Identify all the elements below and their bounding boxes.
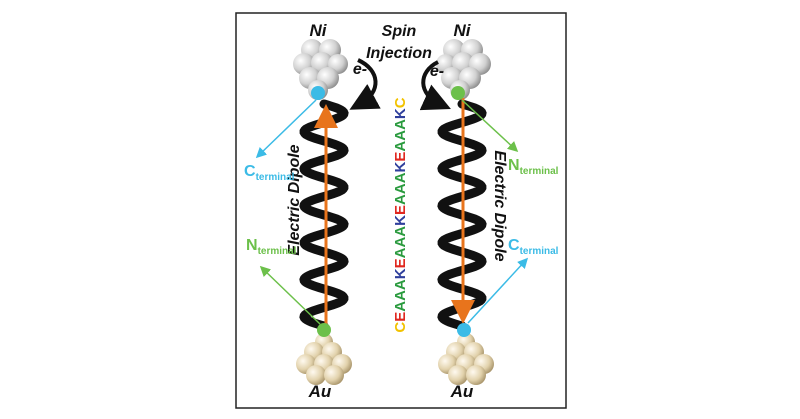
electron-label-right: e- [430, 63, 444, 80]
au-label-right: Au [450, 382, 474, 401]
sequence-residue: E [392, 258, 409, 268]
electron-label-left: e- [353, 61, 367, 78]
electron-arrow-right [419, 60, 451, 111]
sequence-residue: A [392, 290, 409, 301]
helix-left [299, 99, 349, 331]
n-terminal-dot-right [451, 86, 465, 100]
spin-injection-title-line2: Injection [366, 45, 432, 62]
c-terminal-label-left: Cterminal [244, 163, 295, 183]
au-label-left: Au [308, 382, 332, 401]
c-terminal-pointer-left [255, 99, 317, 159]
n-terminal-pointer-left [259, 265, 321, 325]
sequence-residue: E [392, 312, 409, 322]
electric-dipole-label-right: Electric Dipole [491, 150, 508, 261]
helix-coil [299, 99, 349, 331]
sequence-residue: E [392, 205, 409, 215]
sequence-residue: K [392, 161, 409, 172]
c-terminal-sub-left: terminal [256, 172, 295, 183]
electric-dipole-label-left: Electric Dipole [286, 144, 303, 255]
sequence-residue: A [392, 226, 409, 237]
ni-label-right: Ni [454, 21, 472, 40]
n-terminal-label-right: Nterminal [508, 157, 559, 177]
c-terminal-dot-left [311, 86, 325, 100]
sequence-residue: A [392, 183, 409, 194]
n-terminal-sub-right: terminal [520, 166, 559, 177]
sequence-residue: K [392, 215, 409, 226]
n-terminal-pointer-right [461, 99, 519, 153]
c-terminal-letter-left: C [244, 163, 256, 180]
c-terminal-pointer-right [467, 257, 529, 324]
c-terminal-dot-right [457, 323, 471, 337]
sequence-residue: K [392, 268, 409, 279]
c-terminal-letter-right: C [508, 237, 520, 254]
sequence-residue: A [392, 194, 409, 205]
sequence-residue: A [392, 237, 409, 248]
peptide-sequence: CEAAAKEAAAKEAAAKEAAAKC [392, 97, 409, 332]
n-terminal-label-left: Nterminal [246, 237, 297, 257]
spin-injection-title-line1: Spin [382, 23, 417, 40]
sequence-residue: A [392, 119, 409, 130]
sequence-residue: C [392, 97, 409, 108]
sequence-residue: K [392, 108, 409, 119]
sequence-residue: C [392, 322, 409, 333]
sequence-residue: A [392, 301, 409, 312]
sequence-residue: A [392, 172, 409, 183]
ni-label-left: Ni [310, 21, 328, 40]
electron-arrow-left [349, 58, 381, 110]
c-terminal-sub-right: terminal [520, 246, 559, 257]
n-terminal-letter-right: N [508, 157, 520, 174]
n-terminal-sub-left: terminal [258, 246, 297, 257]
sequence-residue: A [392, 279, 409, 290]
au-cluster-right [438, 333, 494, 385]
figure-frame [235, 12, 567, 409]
sequence-residue: A [392, 247, 409, 258]
c-terminal-label-right: Cterminal [508, 237, 559, 257]
sequence-residue: A [392, 130, 409, 141]
sequence-residue: E [392, 152, 409, 162]
n-terminal-dot-left [317, 323, 331, 337]
sequence-residue: A [392, 141, 409, 152]
au-cluster-left [296, 333, 352, 385]
n-terminal-letter-left: N [246, 237, 258, 254]
